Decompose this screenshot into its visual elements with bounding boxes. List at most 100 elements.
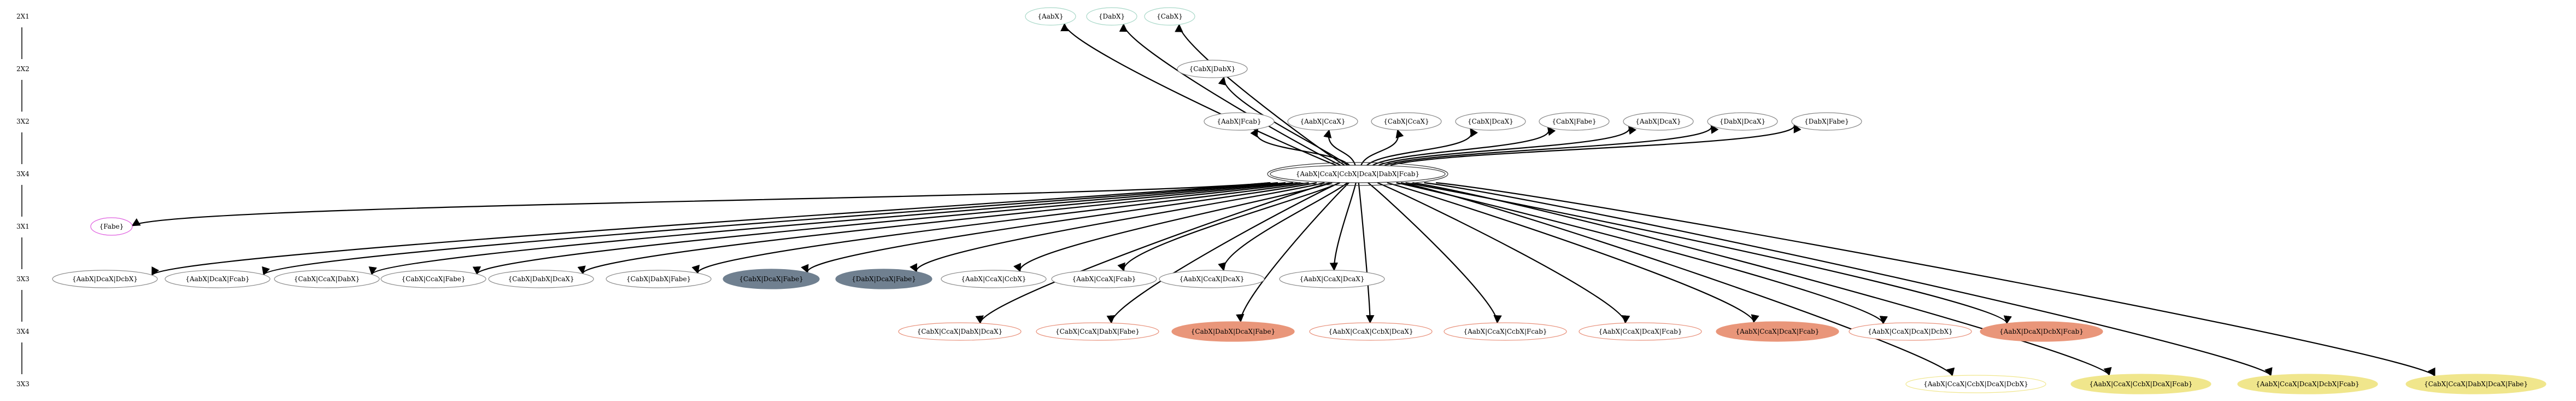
edges [131,22,2436,377]
node-n-3x4-8[interactable]: {AabX|CcaX|DcaX|DcbX} [1849,322,1972,341]
edge-n-3x4-6 [1377,182,1630,324]
node-n-3x3-4[interactable]: {CabX|CcaX|Fabe} [380,270,486,288]
node-n-3x3-11[interactable]: {AabX|CcaX|DcaX} [1159,270,1265,288]
edge-n-3x4-1 [975,182,1330,324]
node-n-3x4-7[interactable]: {AabX|CcaX|DcaX|Fcab} [1716,321,1839,342]
node-n-3x3-2[interactable]: {AabX|DcaX|Fcab} [165,270,271,288]
node-n-cab-dca[interactable]: {CabX|DcaX} [1455,112,1526,131]
edge-n-3x4-4 [1358,182,1375,324]
node-n-cab-dab[interactable]: {CabX|DabX} [1177,60,1248,78]
node-n-3x3b-1[interactable]: {AabX|CcaX|CcbX|DcaX|DcbX} [1905,375,2046,393]
node-label: {AabX|CcaX|Fcab} [1072,275,1136,283]
node-n-3x3-3[interactable]: {CabX|CcaX|DabX} [274,270,380,288]
node-n-aab-dca[interactable]: {AabX|DcaX} [1623,112,1694,131]
node-n-3x3-9[interactable]: {AabX|CcaX|CcbX} [941,270,1047,288]
node-shape [1849,322,1972,341]
node-shape [1623,112,1694,131]
node-n-cabx[interactable]: {CabX} [1144,7,1195,26]
rank-label-r4: 3X1 [16,223,30,230]
node-n-3x4-9[interactable]: {AabX|DcaX|DcbX|Fcab} [1980,321,2103,342]
node-n-3x3-6[interactable]: {CabX|DabX|Fabe} [606,270,712,288]
edge-n-cab-fabe [1372,126,1556,166]
edge-n-cab-dab [1218,76,1348,166]
node-n-3x4-3[interactable]: {CabX|DabX|DcaX|Fabe} [1171,321,1295,342]
node-outer-ring [1267,162,1448,186]
node-label: {AabX|CcaX|CcbX} [961,275,1026,283]
node-n-3x4-1[interactable]: {CabX|CcaX|DabX|DcaX} [898,322,1022,341]
node-shape [274,270,380,288]
edge-n-3x3-1 [151,182,1270,276]
node-n-fabe[interactable]: {Fabe} [90,217,133,236]
edge-n-3x3b-1 [1400,182,1955,377]
node-label: {AabX|Fcab} [1217,118,1261,125]
node-n-3x3-7[interactable]: {CabX|DcaX|Fabe} [723,269,820,289]
node-label: {AabX|CcaX} [1300,118,1346,125]
node-label: {AabX|CcaX|CcbX|DcaX} [1328,328,1413,335]
node-shape [1905,375,2046,393]
node-n-3x3-1[interactable]: {AabX|DcaX|DcbX} [52,270,158,288]
node-n-3x3-8[interactable]: {DabX|DcaX|Fabe} [835,269,932,289]
edge-n-3x3-12 [1329,182,1357,271]
edge-n-fabe [131,182,1271,226]
edge-n-cabx [1175,24,1345,166]
node-shape [1270,165,1446,183]
node-shape [90,217,133,236]
node-n-3x3b-2[interactable]: {AabX|CcaX|CcbX|DcaX|Fcab} [2070,374,2211,394]
node-n-3x4-4[interactable]: {AabX|CcaX|CcbX|DcaX} [1309,322,1433,341]
rank-label-r3: 3X4 [16,170,30,178]
node-shape [488,270,594,288]
node-n-3x4-5[interactable]: {AabX|CcaX|CcbX|Fcab} [1444,322,1567,341]
node-n-3x4-2[interactable]: {CabX|CcaX|DabX|Fabe} [1036,322,1159,341]
node-label: {DabX|DcaX|Fabe} [852,275,916,283]
node-n-dab-dca[interactable]: {DabX|DcaX} [1707,112,1778,131]
node-shape [1086,7,1137,26]
node-n-dabx[interactable]: {DabX} [1086,7,1137,26]
node-shape [1716,321,1839,342]
node-n-aab-fcab[interactable]: {AabX|Fcab} [1204,112,1275,131]
edge-n-3x3-6 [691,182,1309,274]
edge-n-3x4-7 [1387,182,1759,323]
node-shape [2237,374,2378,394]
node-shape [606,270,712,288]
edge-n-aab-cca [1323,129,1356,166]
node-shape [1455,112,1526,131]
node-n-cab-cca[interactable]: {CabX|CcaX} [1371,112,1442,131]
node-label: {CabX} [1157,13,1183,20]
node-label: {AabX|DcaX|DcbX|Fcab} [1999,328,2084,335]
node-shape [52,270,158,288]
node-n-center[interactable]: {AabX|CcaX|CcbX|DcaX|DabX|Fcab} [1267,162,1448,186]
node-n-3x4-6[interactable]: {AabX|CcaX|DcaX|Fcab} [1579,322,1702,341]
node-shape [1539,112,1610,131]
node-shape [1309,322,1433,341]
edge-n-aab-dca [1378,125,1637,166]
node-label: {AabX|CcaX|DcaX} [1179,275,1244,283]
node-label: {CabX|DabX|DcaX} [508,275,574,283]
node-shape [1287,112,1358,131]
node-shape [2070,374,2211,394]
rank-label-r6: 3X4 [16,328,30,335]
node-shape [898,322,1022,341]
node-n-3x3-12[interactable]: {AabX|CcaX|DcaX} [1279,270,1385,288]
node-n-3x3b-4[interactable]: {CabX|CcaX|DabX|DcaX|Fabe} [2405,374,2546,394]
edge-n-aabx [1060,22,1337,166]
node-shape [1444,322,1567,341]
node-label: {DabX|DcaX} [1720,118,1765,125]
node-n-cab-fabe[interactable]: {CabX|Fabe} [1539,112,1610,131]
node-label: {CabX|CcaX|DabX|Fabe} [1055,328,1140,335]
node-n-3x3b-3[interactable]: {AabX|CcaX|DcaX|DcbX|Fcab} [2237,374,2378,394]
node-label: {AabX|DcaX|DcbX} [72,275,138,283]
edge-n-3x4-5 [1368,182,1502,324]
node-label: {AabX|CcaX|CcbX|DcaX|Fcab} [2089,380,2192,388]
edge-n-3x3-5 [577,182,1301,275]
node-shape [165,270,271,288]
node-n-aab-cca[interactable]: {AabX|CcaX} [1287,112,1358,131]
node-n-3x3-5[interactable]: {CabX|DabX|DcaX} [488,270,594,288]
node-n-aabx[interactable]: {AabX} [1025,7,1076,26]
node-n-dab-fabe[interactable]: {DabX|Fabe} [1791,112,1862,131]
node-label: {CabX|DabX|Fabe} [626,275,691,283]
node-n-3x3-10[interactable]: {AabX|CcaX|Fcab} [1051,270,1157,288]
node-shape [941,270,1047,288]
node-shape [1177,60,1248,78]
